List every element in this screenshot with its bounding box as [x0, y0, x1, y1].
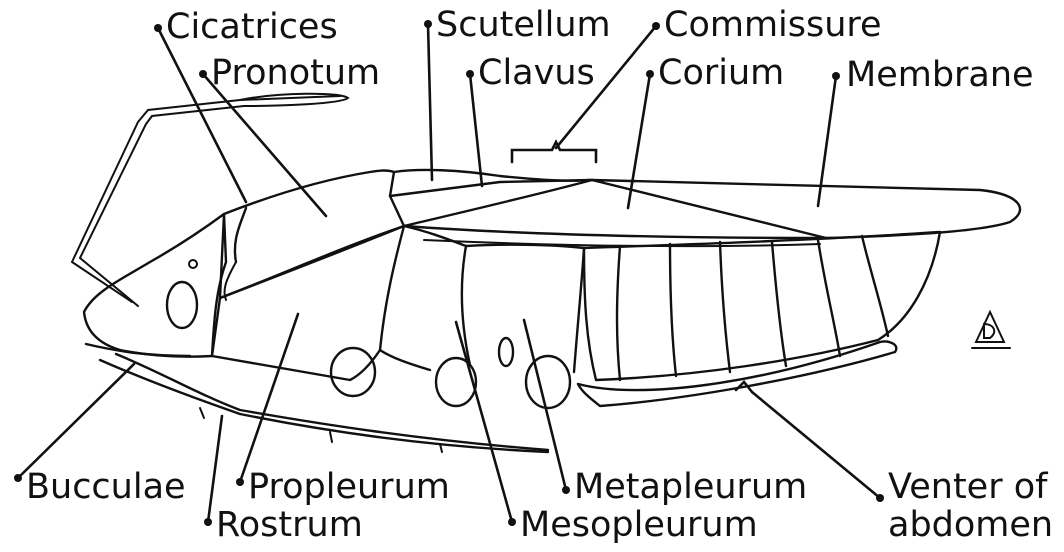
pleura — [212, 226, 584, 408]
label-scutellum: Scutellum — [436, 8, 611, 43]
label-commissure: Commissure — [664, 8, 882, 43]
antenna — [72, 94, 348, 306]
leader-dots — [14, 20, 884, 526]
label-corium: Corium — [658, 56, 784, 91]
label-abdomen: abdomen — [888, 508, 1053, 543]
label-metapleurum: Metapleurum — [574, 470, 807, 505]
label-cicatrices: Cicatrices — [166, 10, 338, 45]
label-propleurum: Propleurum — [248, 470, 450, 505]
leader-lines — [18, 24, 880, 522]
hemelytra — [390, 170, 1020, 246]
artist-monogram — [972, 312, 1010, 348]
rostrum-shape — [86, 344, 548, 452]
label-pronotum: Pronotum — [211, 56, 380, 91]
label-venter-of: Venter of — [888, 470, 1047, 505]
label-membrane: Membrane — [846, 58, 1034, 93]
label-bucculae: Bucculae — [26, 470, 186, 505]
label-clavus: Clavus — [478, 56, 595, 91]
abdomen — [578, 232, 940, 406]
label-rostrum: Rostrum — [216, 508, 363, 543]
pronotum-shape — [220, 171, 404, 301]
label-mesopleurum: Mesopleurum — [520, 508, 758, 543]
